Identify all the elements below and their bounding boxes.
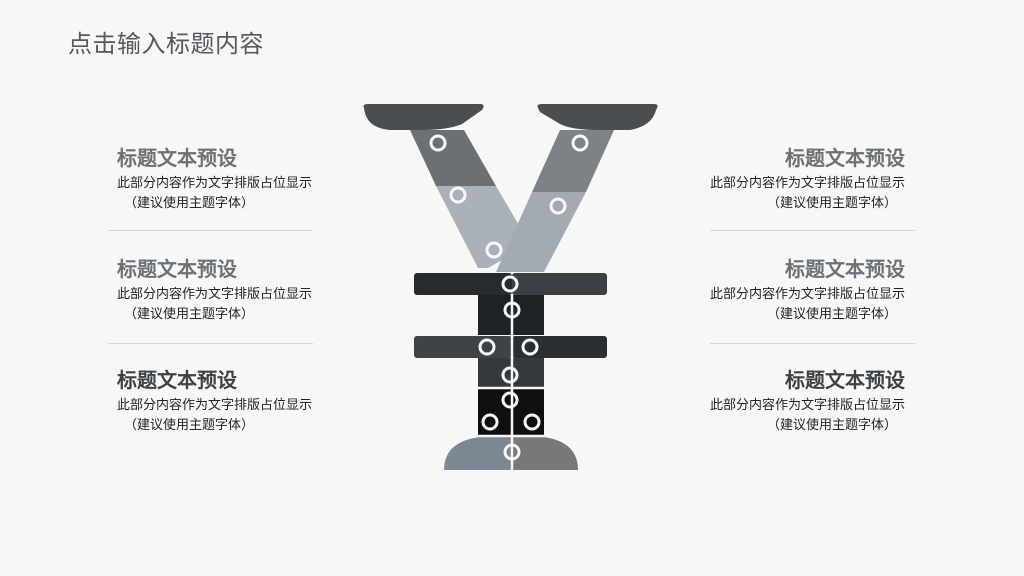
text-block-left-2: 标题文本预设 此部分内容作为文字排版占位显示 （建议使用主题字体） — [117, 256, 377, 325]
block-desc-line-2: （建议使用主题字体） — [766, 196, 897, 211]
divider-right-1 — [710, 230, 915, 231]
puzzle-connector — [523, 413, 541, 431]
block-desc-line-2: （建议使用主题字体） — [124, 418, 255, 433]
block-description[interactable]: 此部分内容作为文字排版占位显示 （建议使用主题字体） — [117, 285, 377, 325]
block-title[interactable]: 标题文本预设 — [785, 368, 905, 392]
block-description[interactable]: 此部分内容作为文字排版占位显示 （建议使用主题字体） — [117, 174, 377, 214]
puzzle-connector — [521, 338, 539, 356]
puzzle-piece-bar-bottom-right[interactable] — [512, 336, 607, 358]
divider-right-2 — [710, 343, 915, 344]
puzzle-piece-bar-bottom-left[interactable] — [414, 336, 512, 358]
block-desc-line-1: 此部分内容作为文字排版占位显示 — [117, 176, 313, 191]
puzzle-piece-arm-top-left[interactable] — [410, 130, 496, 186]
block-description[interactable]: 此部分内容作为文字排版占位显示 （建议使用主题字体） — [645, 396, 905, 436]
text-block-right-1: 标题文本预设 此部分内容作为文字排版占位显示 （建议使用主题字体） — [645, 145, 905, 214]
block-desc-line-2: （建议使用主题字体） — [766, 307, 897, 322]
puzzle-piece-arm-mid-left[interactable] — [436, 186, 530, 268]
puzzle-connector — [449, 186, 467, 204]
block-desc-line-1: 此部分内容作为文字排版占位显示 — [117, 398, 313, 413]
puzzle-connector — [571, 134, 589, 152]
puzzle-connector — [478, 338, 496, 356]
block-title[interactable]: 标题文本预设 — [117, 368, 237, 392]
text-block-right-2: 标题文本预设 此部分内容作为文字排版占位显示 （建议使用主题字体） — [645, 256, 905, 325]
block-desc-line-2: （建议使用主题字体） — [124, 307, 255, 322]
puzzle-connector — [549, 197, 567, 215]
divider-left-1 — [108, 230, 313, 231]
puzzle-connector — [481, 413, 499, 431]
puzzle-piece-bar-top-left[interactable] — [414, 273, 512, 295]
block-description[interactable]: 此部分内容作为文字排版占位显示 （建议使用主题字体） — [645, 285, 905, 325]
divider-left-2 — [108, 343, 313, 344]
block-desc-line-2: （建议使用主题字体） — [766, 418, 897, 433]
block-desc-line-1: 此部分内容作为文字排版占位显示 — [709, 176, 905, 191]
text-block-left-1: 标题文本预设 此部分内容作为文字排版占位显示 （建议使用主题字体） — [117, 145, 377, 214]
block-desc-line-2: （建议使用主题字体） — [124, 196, 255, 211]
puzzle-connector — [485, 241, 503, 259]
puzzle-piece-cap-right[interactable] — [537, 104, 658, 130]
block-description[interactable]: 此部分内容作为文字排版占位显示 （建议使用主题字体） — [645, 174, 905, 214]
block-title[interactable]: 标题文本预设 — [785, 257, 905, 281]
block-desc-line-1: 此部分内容作为文字排版占位显示 — [117, 287, 313, 302]
page-title[interactable]: 点击输入标题内容 — [68, 30, 264, 58]
text-block-right-3: 标题文本预设 此部分内容作为文字排版占位显示 （建议使用主题字体） — [645, 367, 905, 436]
block-title[interactable]: 标题文本预设 — [117, 257, 237, 281]
puzzle-connector — [501, 391, 519, 409]
block-title[interactable]: 标题文本预设 — [117, 146, 237, 170]
puzzle-piece-bar-top-right[interactable] — [512, 273, 607, 295]
puzzle-piece-base-right[interactable] — [512, 436, 578, 470]
puzzle-piece-arm-top-right[interactable] — [532, 130, 614, 192]
puzzle-connector — [501, 366, 519, 384]
block-desc-line-1: 此部分内容作为文字排版占位显示 — [709, 398, 905, 413]
text-block-left-3: 标题文本预设 此部分内容作为文字排版占位显示 （建议使用主题字体） — [117, 367, 377, 436]
puzzle-connector — [501, 275, 519, 293]
block-title[interactable]: 标题文本预设 — [785, 146, 905, 170]
puzzle-connector — [429, 134, 447, 152]
puzzle-piece-cap-left[interactable] — [363, 104, 484, 130]
puzzle-piece-base-left[interactable] — [444, 436, 512, 470]
block-desc-line-1: 此部分内容作为文字排版占位显示 — [709, 287, 905, 302]
block-description[interactable]: 此部分内容作为文字排版占位显示 （建议使用主题字体） — [117, 396, 377, 436]
